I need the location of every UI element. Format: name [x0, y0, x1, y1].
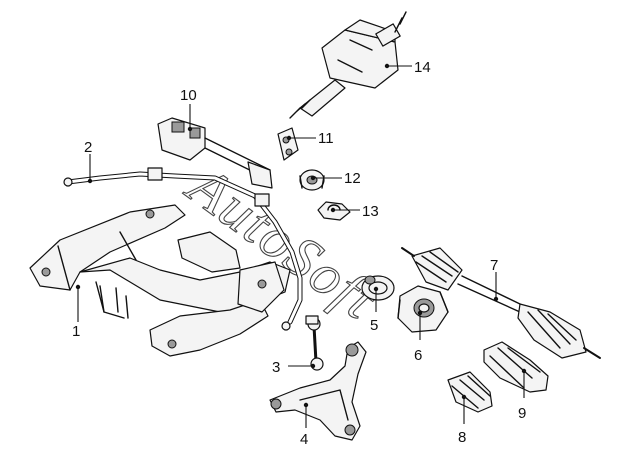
callout-10: 10 [180, 87, 197, 132]
drive-shaft-part [401, 247, 601, 359]
callout-14: 14 [384, 59, 431, 76]
callout-label-10: 10 [180, 87, 197, 104]
stabilizer-link-part [305, 315, 324, 371]
callout-label-13: 13 [362, 203, 379, 220]
callout-label-12: 12 [344, 170, 361, 187]
callout-13: 13 [330, 203, 379, 220]
large-boot-part [483, 341, 549, 393]
callout-label-7: 7 [490, 257, 498, 274]
callout-4: 4 [300, 402, 308, 448]
callout-1: 1 [72, 284, 80, 340]
steering-gear-part [289, 11, 407, 119]
callout-label-6: 6 [414, 347, 422, 364]
stabilizer-bar-part [63, 167, 303, 331]
hub-bearing-part [397, 285, 449, 333]
callout-12: 12 [310, 170, 361, 187]
callout-label-4: 4 [300, 431, 308, 448]
callout-9: 9 [518, 368, 526, 422]
callout-5: 5 [370, 286, 378, 334]
callout-label-2: 2 [84, 139, 92, 156]
control-arm-part [269, 341, 367, 441]
callout-11: 11 [286, 130, 334, 147]
subframe-part [29, 204, 291, 357]
callout-2: 2 [84, 139, 92, 184]
boot-ring-part [361, 275, 395, 301]
callout-label-5: 5 [370, 317, 378, 334]
callout-label-8: 8 [458, 429, 466, 446]
callout-3: 3 [272, 359, 316, 376]
callout-8: 8 [458, 394, 466, 446]
callout-7: 7 [490, 257, 498, 302]
callout-label-11: 11 [318, 130, 334, 147]
small-boot-part [447, 371, 493, 413]
clamp-part [277, 127, 299, 161]
callout-6: 6 [414, 310, 422, 364]
mounting-bracket-part [157, 117, 273, 189]
callout-label-3: 3 [272, 359, 280, 376]
callout-label-9: 9 [518, 405, 526, 422]
callout-label-14: 14 [414, 59, 431, 76]
bushing-part [299, 169, 325, 191]
callout-label-1: 1 [72, 323, 80, 340]
